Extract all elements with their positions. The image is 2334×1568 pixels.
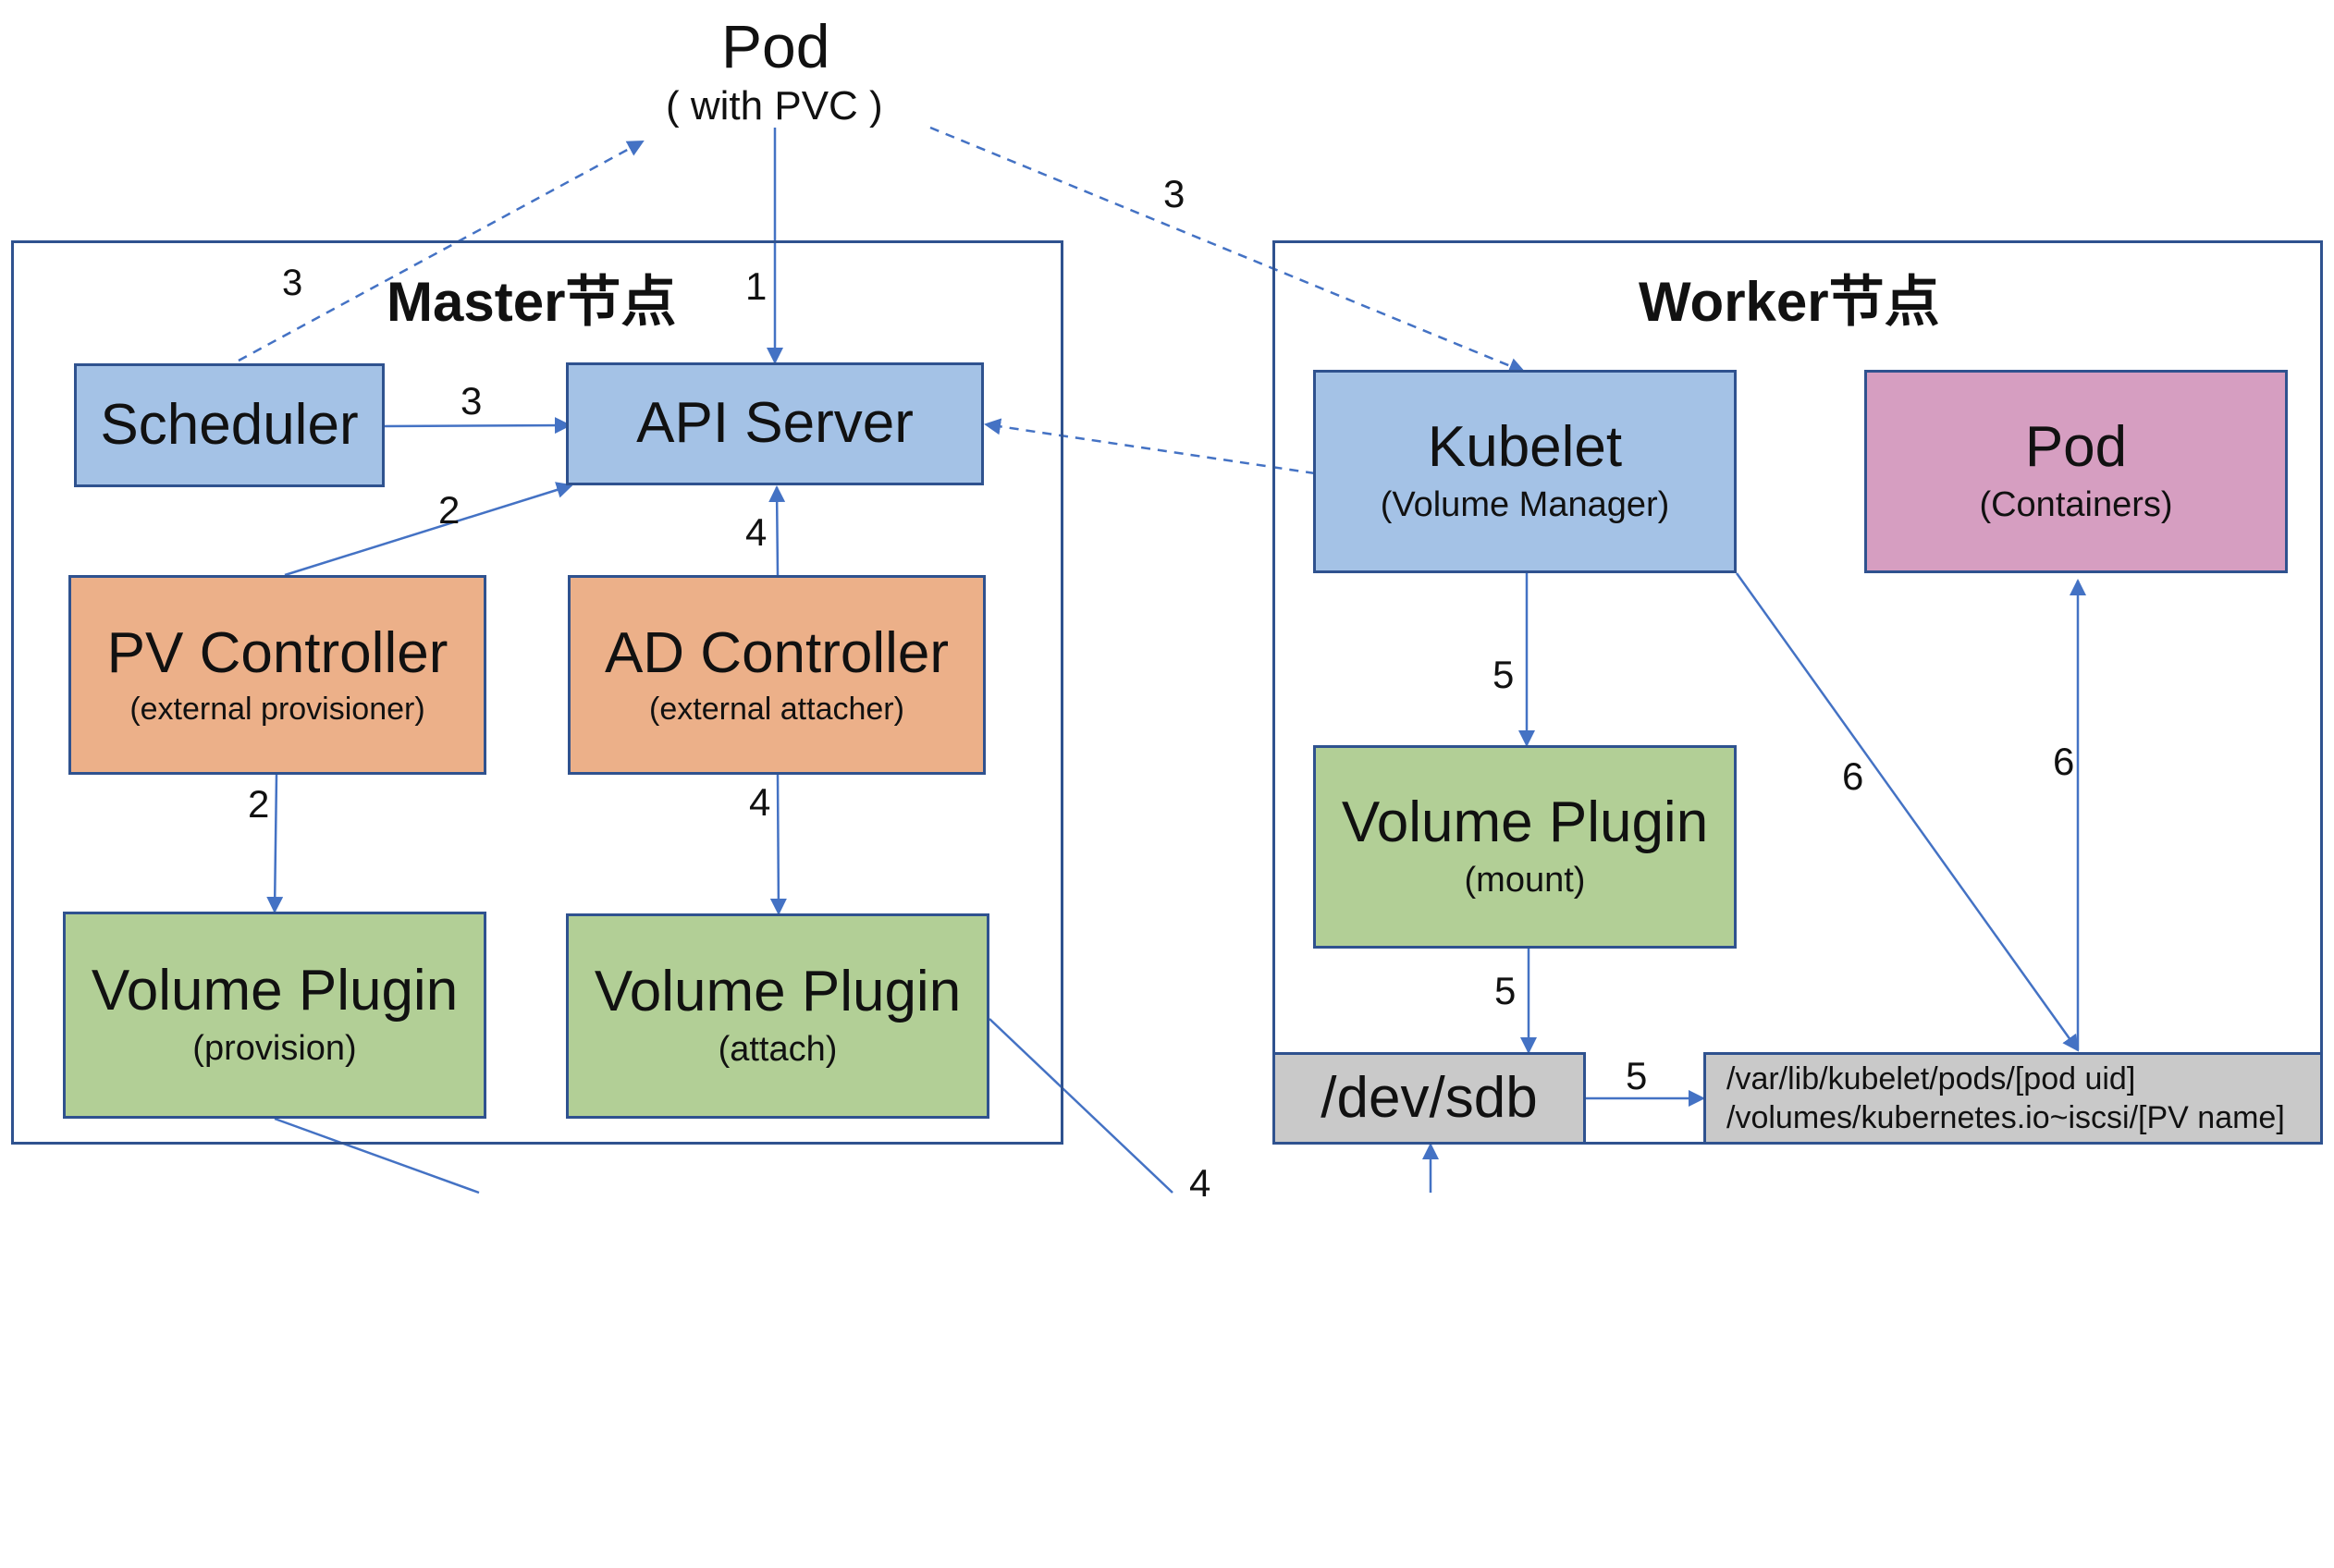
edge-label-1: 1 <box>745 264 768 308</box>
edge-label-3-scheduler-api: 3 <box>461 379 483 423</box>
edge-label-3-pod-kubelet: 3 <box>1163 172 1185 215</box>
ad-controller-sub: (external attacher) <box>649 691 904 727</box>
edge-kubelet-to-apiserver <box>984 418 1316 475</box>
api-server-label: API Server <box>636 391 914 456</box>
edge-label-5-vp-dev: 5 <box>1494 969 1517 1012</box>
vp-provision-sub: (provision) <box>192 1029 357 1069</box>
pod-containers-title: Pod <box>2024 415 2128 480</box>
vp-mount-sub: (mount) <box>1464 861 1586 900</box>
edge-pod-to-kubelet <box>929 126 1526 374</box>
volume-plugin-mount-box: Volume Plugin (mount) <box>1313 745 1737 949</box>
kubelet-box: Kubelet (Volume Manager) <box>1313 370 1737 573</box>
edge-kubelet-to-path <box>1735 572 2080 1052</box>
dev-sdb-label: /dev/sdb <box>1321 1065 1538 1130</box>
edge-label-4-bottom: 4 <box>1189 1161 1211 1205</box>
vp-attach-sub: (attach) <box>718 1030 838 1070</box>
edge-adcontroller-to-apiserver <box>768 485 786 576</box>
volume-plugin-provision-box: Volume Plugin (provision) <box>63 912 486 1119</box>
vp-mount-title: Volume Plugin <box>1341 790 1709 855</box>
scheduler-box: Scheduler <box>74 363 385 487</box>
edge-label-5-kubelet-vp: 5 <box>1493 653 1515 696</box>
pv-controller-box: PV Controller (external provisioner) <box>68 575 486 775</box>
edge-scheduler-to-pod <box>238 140 645 362</box>
edge-vpattach-out <box>989 1018 1173 1194</box>
scheduler-label: Scheduler <box>100 392 359 457</box>
worker-node-title: Worker节点 <box>1639 271 1940 333</box>
mount-path-box: /var/lib/kubelet/pods/[pod uid] /volumes… <box>1703 1052 2323 1145</box>
master-node-frame <box>11 240 1063 1145</box>
edge-pvcontroller-to-vpprovision <box>266 774 284 913</box>
edge-label-6-path-pod: 6 <box>2053 740 2075 783</box>
kubelet-title: Kubelet <box>1427 415 1623 480</box>
dev-sdb-box: /dev/sdb <box>1272 1052 1586 1145</box>
ad-controller-box: AD Controller (external attacher) <box>568 575 986 775</box>
volume-plugin-attach-box: Volume Plugin (attach) <box>566 913 989 1119</box>
edge-vpprovision-out <box>274 1117 480 1194</box>
pv-controller-sub: (external provisioner) <box>129 691 425 727</box>
edge-label-5-dev-path: 5 <box>1626 1054 1648 1097</box>
edge-label-3-scheduler-pod: 3 <box>282 263 303 303</box>
pv-controller-title: PV Controller <box>106 620 448 685</box>
kubelet-sub: (Volume Manager) <box>1380 485 1670 525</box>
vp-attach-title: Volume Plugin <box>594 960 962 1024</box>
edge-label-2-pv-api: 2 <box>438 488 461 532</box>
top-pod-subtitle: ( with PVC ) <box>666 83 883 129</box>
edge-label-2-pv-vp: 2 <box>248 782 270 826</box>
master-node-title: Master节点 <box>387 271 677 333</box>
pod-containers-sub: (Containers) <box>1979 485 2173 525</box>
mount-path-line1: /var/lib/kubelet/pods/[pod uid] <box>1726 1060 2136 1096</box>
edge-label-4-ad-vp: 4 <box>749 780 771 824</box>
edge-label-4-ad-api: 4 <box>745 510 768 554</box>
vp-provision-title: Volume Plugin <box>91 959 459 1023</box>
edge-scheduler-to-apiserver <box>383 417 571 435</box>
ad-controller-title: AD Controller <box>604 620 950 685</box>
pod-containers-box: Pod (Containers) <box>1864 370 2288 573</box>
edge-adcontroller-to-vpattach <box>769 774 787 915</box>
top-pod-title: Pod <box>721 12 830 80</box>
edge-label-6-kubelet-path: 6 <box>1842 754 1864 798</box>
mount-path-line2: /volumes/kubernetes.io~iscsi/[PV name] <box>1726 1100 2285 1135</box>
api-server-box: API Server <box>566 362 984 485</box>
edge-pvcontroller-to-apiserver <box>284 482 573 577</box>
